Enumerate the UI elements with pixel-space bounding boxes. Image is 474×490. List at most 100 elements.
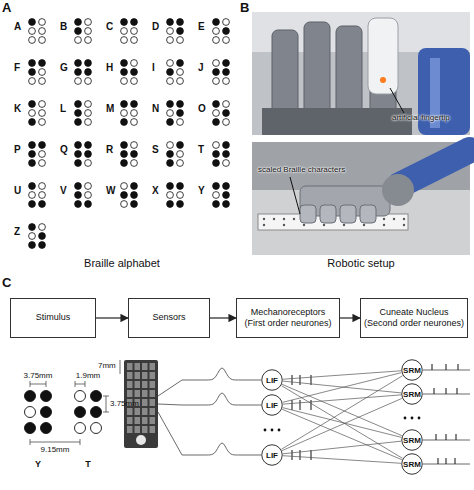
braille-dot-flat bbox=[167, 28, 174, 35]
braille-dot-flat bbox=[167, 60, 174, 67]
braille-dot-flat bbox=[223, 119, 230, 126]
braille-dot-flat bbox=[29, 78, 36, 85]
braille-dot-flat bbox=[29, 110, 36, 117]
braille-dot-raised bbox=[131, 19, 138, 26]
braille-dot-raised bbox=[29, 224, 36, 231]
sensor-taxel bbox=[135, 372, 141, 379]
sensor-taxel bbox=[150, 381, 156, 388]
braille-dot-raised bbox=[91, 391, 102, 402]
braille-dot-flat bbox=[131, 119, 138, 126]
panel-letter: A bbox=[2, 1, 11, 14]
braille-dot-raised bbox=[75, 60, 82, 67]
sensor-taxel bbox=[127, 381, 133, 388]
dimension-tick bbox=[103, 412, 109, 413]
braille-dot-raised bbox=[213, 19, 220, 26]
braille-dot-flat bbox=[85, 37, 92, 44]
braille-letter: L bbox=[60, 104, 66, 114]
braille-dot-raised bbox=[131, 69, 138, 76]
sensor-taxel bbox=[142, 363, 148, 370]
sensor-taxel bbox=[150, 390, 156, 397]
bar-dot bbox=[263, 224, 265, 226]
bar-dot bbox=[393, 218, 395, 220]
braille-dot-flat bbox=[85, 160, 92, 167]
braille-dot-flat bbox=[177, 37, 184, 44]
braille-dot-raised bbox=[177, 60, 184, 67]
dimension-line bbox=[106, 396, 107, 412]
braille-dot-flat bbox=[121, 78, 128, 85]
braille-dot-raised bbox=[177, 28, 184, 35]
sensor-taxel bbox=[150, 408, 156, 415]
neuron-label: SRM bbox=[403, 436, 421, 445]
braille-dot-flat bbox=[131, 78, 138, 85]
braille-dot-flat bbox=[29, 233, 36, 240]
braille-dot-raised bbox=[177, 142, 184, 149]
braille-dot-flat bbox=[29, 192, 36, 199]
bar-dot bbox=[293, 218, 295, 220]
braille-dot-raised bbox=[75, 160, 82, 167]
bar-dot bbox=[383, 224, 385, 226]
braille-dot-raised bbox=[177, 19, 184, 26]
spike-tick bbox=[446, 458, 447, 464]
bar-dot bbox=[283, 224, 285, 226]
braille-dot-flat bbox=[167, 78, 174, 85]
sensor-taxel bbox=[142, 426, 148, 433]
braille-dot-flat bbox=[213, 28, 220, 35]
braille-letter: J bbox=[198, 63, 204, 73]
braille-dot-raised bbox=[223, 110, 230, 117]
braille-dot-raised bbox=[29, 242, 36, 249]
synapse-line bbox=[281, 386, 402, 459]
braille-dot-raised bbox=[75, 142, 82, 149]
lif-neuron: LIF bbox=[261, 369, 283, 391]
neuron-circle bbox=[262, 370, 283, 391]
braille-letter: Q bbox=[60, 145, 68, 155]
braille-dot-raised bbox=[213, 160, 220, 167]
braille-dot-raised bbox=[85, 142, 92, 149]
braille-dot-raised bbox=[121, 142, 128, 149]
braille-dot-raised bbox=[75, 119, 82, 126]
braille-dot-raised bbox=[41, 391, 52, 402]
spike-tick bbox=[311, 400, 312, 410]
leader-line bbox=[390, 88, 404, 113]
connectors bbox=[96, 318, 403, 463]
braille-letter: O bbox=[198, 104, 206, 114]
box-label: Stimulus bbox=[36, 312, 71, 323]
bar-dot bbox=[403, 218, 405, 220]
sensor-taxel bbox=[150, 426, 156, 433]
synapse-line bbox=[283, 441, 401, 454]
bar-dot bbox=[343, 224, 345, 226]
dimension-label: 3.75mm bbox=[110, 400, 139, 408]
flow-arrow bbox=[96, 317, 128, 318]
braille-dot-flat bbox=[177, 78, 184, 85]
box-label: (First order neurones) bbox=[244, 318, 331, 329]
braille-dot-raised bbox=[213, 101, 220, 108]
receptor-input-trace bbox=[158, 393, 261, 405]
braille-dot-raised bbox=[177, 201, 184, 208]
braille-dot-flat bbox=[75, 78, 82, 85]
braille-dot-flat bbox=[131, 160, 138, 167]
synapse-line bbox=[283, 395, 401, 404]
robot-joint bbox=[382, 174, 414, 206]
braille-dot-raised bbox=[223, 69, 230, 76]
neuron-label: LIF bbox=[266, 376, 278, 385]
sensor-taxel bbox=[142, 381, 148, 388]
dimension-tick bbox=[85, 381, 86, 387]
callout-label: scaled Braille characters bbox=[258, 166, 345, 174]
spike-tick bbox=[432, 364, 433, 370]
braille-letter: P bbox=[14, 145, 21, 155]
synapse-line bbox=[283, 456, 401, 464]
braille-dot-flat bbox=[85, 192, 92, 199]
neuron-label: SRM bbox=[403, 390, 421, 399]
braille-dot-raised bbox=[131, 201, 138, 208]
braille-dot-flat bbox=[223, 101, 230, 108]
braille-dot-flat bbox=[223, 160, 230, 167]
sensor-taxel bbox=[127, 426, 133, 433]
box-label: Sensors bbox=[152, 312, 185, 323]
spike-tick bbox=[458, 364, 459, 370]
braille-dot-flat bbox=[39, 119, 46, 126]
braille-dot-raised bbox=[131, 192, 138, 199]
ellipsis-dot bbox=[278, 429, 281, 432]
spike-tick bbox=[300, 400, 301, 410]
braille-dot-flat bbox=[39, 37, 46, 44]
braille-letter: V bbox=[60, 186, 67, 196]
